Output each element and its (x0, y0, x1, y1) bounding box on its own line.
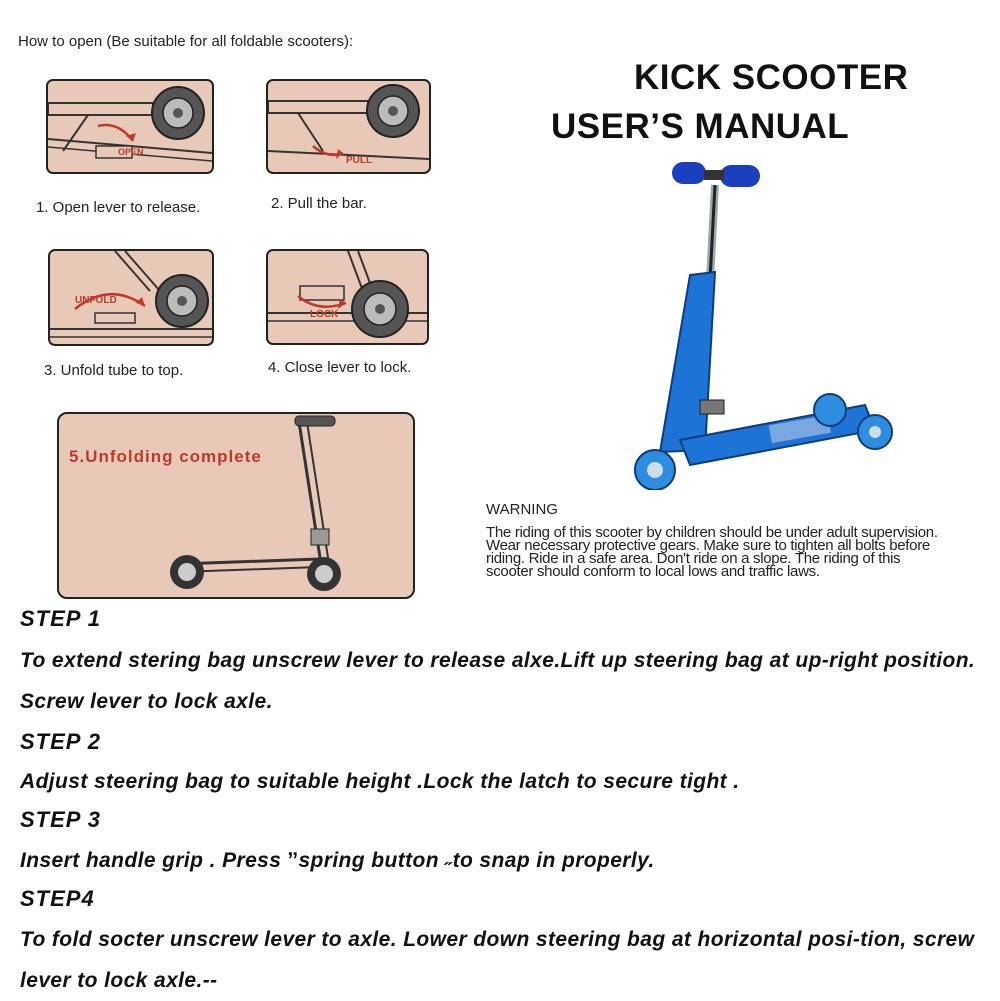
pull-bar-illustration: PULL (268, 84, 429, 166)
step-1-text: To extend stering bag unscrew lever to r… (20, 649, 976, 713)
caption-step-2: 2. Pull the bar. (271, 195, 367, 212)
blue-scooter-image (634, 162, 893, 490)
open-lever-illustration: OPEN (48, 86, 212, 162)
unfolded-scooter-illustration (170, 415, 341, 591)
step-1-heading: STEP 1 (20, 606, 101, 631)
close-lever-illustration: LOCK (268, 251, 427, 338)
caption-step-3: 3. Unfold tube to top. (44, 362, 184, 379)
warning-text: The riding of this scooter by children s… (486, 524, 938, 580)
intro-text: How to open (Be suitable for all foldabl… (18, 33, 354, 50)
open-label: OPEN (118, 147, 144, 157)
warning-heading: WARNING (486, 501, 558, 518)
step-2-text: Adjust steering bag to suitable height .… (20, 770, 740, 793)
right-grip (720, 165, 760, 187)
unfolding-complete-panel: 5.Unfolding complete (57, 412, 415, 599)
caption-step-1: 1. Open lever to release. (36, 199, 201, 216)
unfold-tube-illustration: UNFOLD (50, 251, 212, 338)
lock-label: LOCK (310, 309, 339, 320)
unfolding-complete-label: 5.Unfolding complete (69, 447, 262, 466)
step-3-text: Insert handle grip . Press ˮspring butto… (20, 849, 655, 872)
step-4-heading: STEP4 (20, 886, 95, 911)
scooter-front-tube (658, 270, 717, 454)
step-4-text: To fold socter unscrew lever to axle. Lo… (20, 928, 975, 992)
step-image-pull-bar: PULL (266, 79, 431, 174)
unfold-label: UNFOLD (75, 295, 117, 306)
manual-title-line2: USER’S MANUAL (551, 107, 850, 146)
manual-title-line1: KICK SCOOTER (634, 58, 909, 97)
step-image-unfold-tube: UNFOLD (48, 249, 214, 346)
step-image-open-lever: OPEN (46, 79, 214, 174)
caption-step-4: 4. Close lever to lock. (268, 359, 412, 376)
step-2-heading: STEP 2 (20, 729, 101, 754)
step-image-close-lever: LOCK (266, 249, 429, 345)
pull-label: PULL (346, 155, 372, 166)
left-grip (672, 162, 706, 184)
step-3-heading: STEP 3 (20, 807, 101, 832)
